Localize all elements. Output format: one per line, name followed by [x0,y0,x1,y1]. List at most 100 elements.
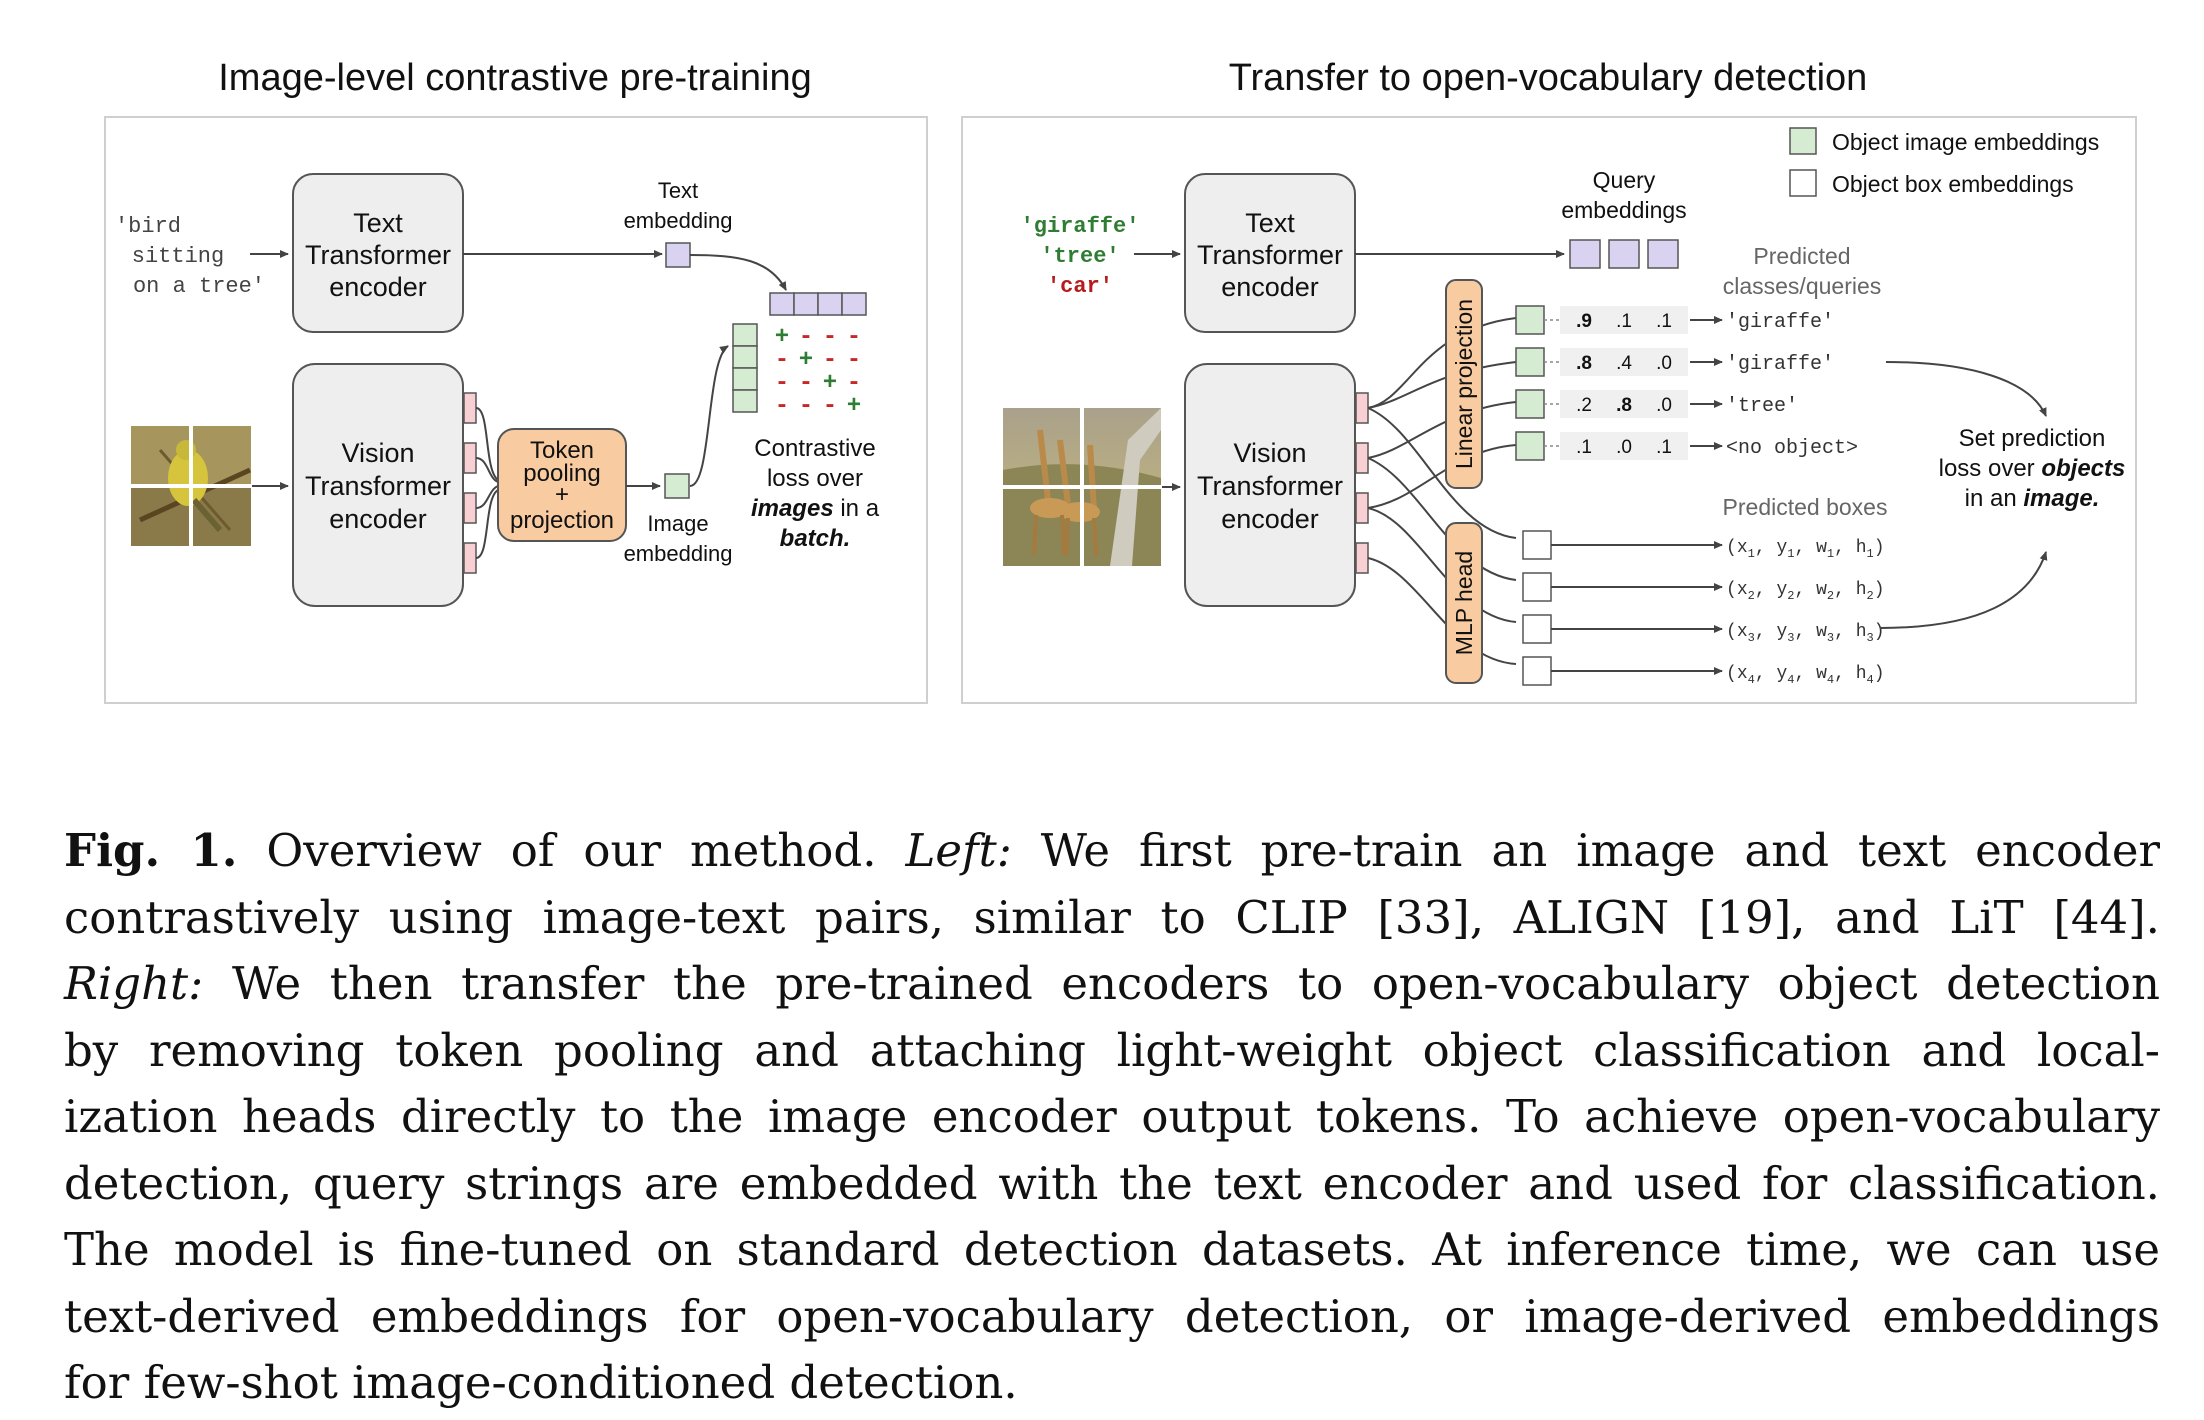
caption-line: text-derived embeddings for open-vocabul… [64,1289,2160,1343]
score-matrix: .9 .1 .1 .8 .4 .0 .2 .8 .0 .1 .0 .1 [1560,306,1688,460]
matrix-cell: - [775,370,789,397]
score-cell: .0 [1656,395,1672,416]
score-cell: .1 [1656,311,1672,332]
vision-encoder-label: encoder [329,504,427,534]
input-text-line: 'bird [115,214,181,239]
predicted-class: 'tree' [1726,395,1798,418]
legend-box-embeddings: Object box embeddings [1832,171,2074,197]
predicted-classes-label: classes/queries [1723,273,1882,299]
predicted-classes-label: Predicted [1753,243,1850,269]
score-cell: .2 [1576,395,1592,416]
token-pooling-label: projection [510,507,614,534]
query-string: 'giraffe' [1021,214,1140,239]
text-embedding-label: Text [658,178,698,203]
vision-encoder-label: Vision [1233,438,1306,468]
token-pooling-label: + [555,481,569,508]
token-pooling-label: Token [530,437,594,464]
right-panel-title: Transfer to open-vocabulary detection [1229,57,1868,99]
matrix-cell: - [847,370,861,397]
caption-text: We then transfer the pre-trained encoder… [203,957,2160,1010]
matrix-cell: - [799,393,813,420]
matrix-cell: - [799,370,813,397]
score-cell: .8 [1616,395,1632,416]
query-embedding-tokens [1569,239,1679,269]
matrix-cell: + [775,324,789,351]
contrastive-loss-label: Contrastive loss over images in a batch. [751,435,880,552]
contrastive-loss-line: images in a [751,495,880,522]
text-embedding-label: embedding [624,208,733,233]
method-figure: Image-level contrastive pre-training 'bi… [104,57,2137,704]
bird-image [131,426,252,546]
matrix-cell: - [775,393,789,420]
score-cell: .9 [1576,311,1592,332]
matrix-cell: - [775,347,789,374]
left-input-text: 'bird sitting on a tree' [115,214,265,299]
figure-caption: Fig. 1. Overview of our method. Left: We… [64,818,2160,1417]
left-panel-frame [104,116,928,704]
caption-text: We first pre-train an image and text enc… [1011,824,2160,877]
vision-encoder-label: encoder [1221,504,1319,534]
image-embedding-label: embedding [624,541,733,566]
score-cell: .8 [1576,353,1592,374]
left-panel-title: Image-level contrastive pre-training [218,57,812,99]
box-tuple: (x3, y3, w3, h3) [1726,622,1885,645]
query-strings: 'giraffe' 'tree' 'car' [1021,214,1140,299]
caption-line: Right: We then transfer the pre-trained … [64,951,2160,1018]
object-box-embeddings [1522,530,1552,686]
right-vision-encoder [1184,363,1356,607]
linear-projection-label: Linear projection [1451,299,1477,469]
text-encoder-label: encoder [1221,272,1319,302]
caption-line: contrastively using image-text pairs, si… [64,890,2160,944]
set-prediction-line: Set prediction [1959,425,2106,452]
caption-label: Fig. 1. [64,824,238,877]
text-encoder-label: Text [1245,208,1295,238]
image-embedding-batch [732,323,758,413]
object-image-embeddings [1515,305,1545,461]
matrix-cell: - [823,324,837,351]
set-prediction-line: loss over objects [1939,455,2126,482]
left-vision-encoder [292,363,464,607]
box-tuple: (x4, y4, w4, h4) [1726,664,1885,687]
box-tuple: (x2, y2, w2, h2) [1726,580,1885,603]
legend: Object image embeddings Object box embed… [1789,127,2099,197]
predicted-class: 'giraffe' [1726,311,1834,334]
box-tuple: (x1, y1, w1, h1) [1726,538,1885,561]
predicted-box-tuples: (x1, y1, w1, h1) (x2, y2, w2, h2) (x3, y… [1726,538,1885,687]
text-encoder-label: encoder [329,272,427,302]
set-prediction-line: in an image. [1965,485,2100,512]
score-cell: .1 [1656,437,1672,458]
vision-encoder-label: Transformer [1197,471,1343,501]
matrix-cell: + [823,370,837,397]
matrix-cell: - [799,324,813,351]
caption-emphasis: Right: [64,957,204,1010]
matrix-cell: - [823,347,837,374]
query-string: 'car' [1047,274,1113,299]
matrix-cell: + [799,347,813,374]
score-cell: .1 [1616,311,1632,332]
contrastive-matrix: + - - - - + - - - - + - - - - + [775,324,861,420]
caption-text: Overview of our method. [237,824,906,877]
matrix-cell: - [847,347,861,374]
set-prediction-label: Set prediction loss over objects in an i… [1939,425,2126,512]
caption-emphasis: Left: [905,824,1012,877]
score-cell: .0 [1656,353,1672,374]
score-cell: .4 [1616,353,1632,374]
vision-encoder-label: Vision [341,438,414,468]
caption-line: The model is fine-tuned on standard dete… [64,1223,2160,1276]
matrix-cell: - [823,393,837,420]
mlp-head-box [1445,522,1483,684]
caption-line: for few-shot image-conditioned detection… [64,1356,1018,1409]
score-cell: .1 [1576,437,1592,458]
predicted-boxes-label: Predicted boxes [1723,494,1888,520]
input-text-line: sitting [132,244,224,269]
predicted-class: <no object> [1726,437,1858,460]
score-cell: .0 [1616,437,1632,458]
caption-line: detection, query strings are embedded wi… [64,1156,2160,1210]
image-embedding-label: Image [647,511,708,536]
contrastive-loss-line: batch. [780,525,851,552]
linear-projection-box [1445,279,1483,489]
matrix-cell: + [847,393,861,420]
query-embeddings-label: embeddings [1561,197,1686,223]
query-string: 'tree' [1040,244,1119,269]
caption-line: ization heads directly to the image enco… [64,1090,2160,1143]
